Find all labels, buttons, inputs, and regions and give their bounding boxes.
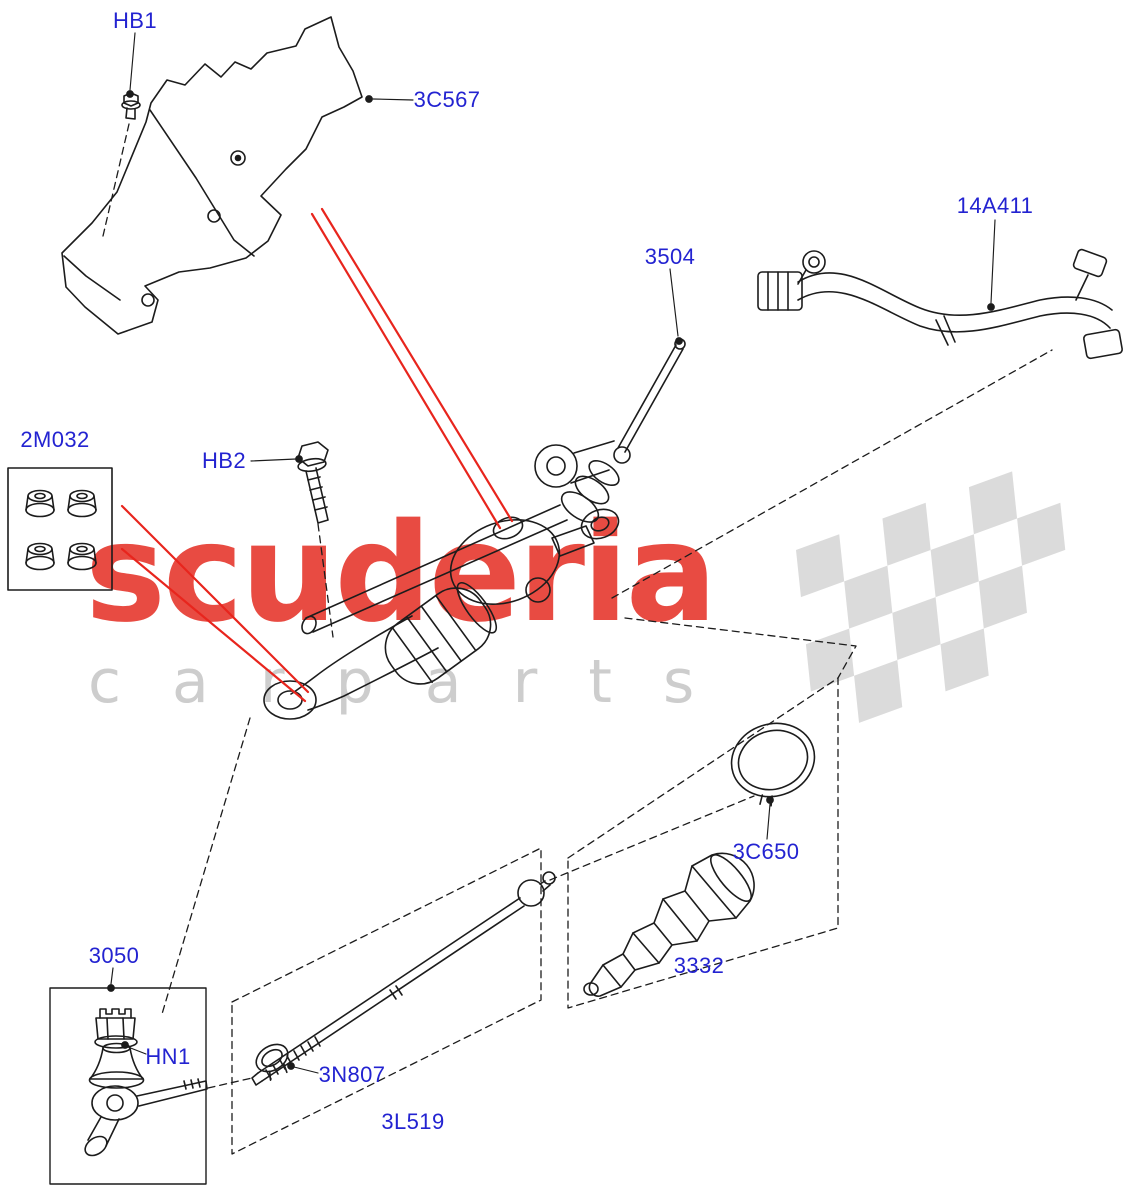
part-label-hb2[interactable]: HB2 xyxy=(202,448,246,473)
steering-boot-part xyxy=(583,852,755,997)
part-label-hn1[interactable]: HN1 xyxy=(145,1044,191,1069)
part-label-hb1[interactable]: HB1 xyxy=(113,8,157,33)
assembly-alignment-lines xyxy=(102,123,1053,1089)
leader-lines xyxy=(107,32,996,1074)
heat-shield-part xyxy=(61,16,363,335)
part-label-3c567[interactable]: 3C567 xyxy=(413,87,481,112)
watermark-subtext: c a r p a r t s xyxy=(88,647,710,717)
part-label-3050[interactable]: 3050 xyxy=(88,943,140,968)
part-label-2m032[interactable]: 2M032 xyxy=(20,427,90,452)
part-label-3504[interactable]: 3504 xyxy=(644,244,696,269)
wiring-harness-part xyxy=(757,248,1123,360)
part-label-3l519[interactable]: 3L519 xyxy=(381,1109,445,1134)
checkered-flag-watermark xyxy=(796,471,1066,723)
part-label-3332[interactable]: 3332 xyxy=(673,953,725,978)
tie-rod-end-part xyxy=(84,1008,208,1157)
grommet-kit-part xyxy=(7,467,113,591)
boot-kit-box xyxy=(567,677,839,1009)
steering-gear-part xyxy=(263,338,686,720)
part-label-14a411[interactable]: 14A411 xyxy=(956,193,1034,218)
part-label-3n807[interactable]: 3N807 xyxy=(318,1062,386,1087)
rod-clamp-part xyxy=(255,1043,289,1081)
boot-clamp-ring-part xyxy=(730,722,816,807)
bolt-hb2-part xyxy=(297,441,329,524)
callout-lines xyxy=(120,207,514,703)
part-label-3c650[interactable]: 3C650 xyxy=(732,839,800,864)
inner-rod-box xyxy=(231,847,542,1155)
